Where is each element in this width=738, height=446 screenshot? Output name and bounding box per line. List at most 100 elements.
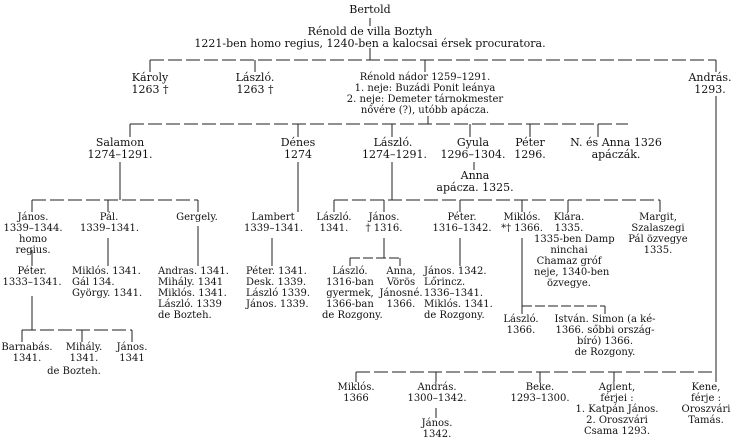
person-peter-1333: Péter.1333–1341. <box>2 266 62 288</box>
person-janos-1316: János.† 1316. <box>364 212 404 234</box>
person-text-line: Miklós. 1341. <box>424 299 493 310</box>
group-janos-lorincz-miklos: János. 1342.Lőrincz.1336–1341.Miklós. 13… <box>424 266 500 321</box>
person-text-line: Barnabás. <box>1 342 53 353</box>
person-text-line: 1296. <box>514 148 546 161</box>
person-text-line: Aglent, <box>598 382 636 393</box>
person-text-line: László. <box>332 266 368 277</box>
person-text-line: Pál. <box>99 212 119 223</box>
person-text-line: Salamon <box>95 136 145 149</box>
person-text-line: Kene, <box>691 382 721 393</box>
group-miklos-gal-gyorgy: Miklós. 1341.Gál 134.György. 1341. <box>72 266 150 299</box>
person-text-line: férjei : <box>600 393 634 404</box>
person-text-line: Oroszvári <box>681 404 731 415</box>
person-beke: Beke.1293–1300. <box>506 382 574 404</box>
person-text-line: László. <box>503 314 539 325</box>
person-text-line: 1342. <box>422 429 452 440</box>
person-text-line: Jánosné. <box>379 288 423 299</box>
person-miklos-1366: Miklós.*† 1366. <box>496 212 548 234</box>
person-text-line: Gergely. <box>176 212 218 223</box>
person-text-line: 2. neje: Demeter tárnokmester <box>346 94 504 105</box>
person-text-line: 1263 † <box>131 83 169 96</box>
person-text-line: 1335-ben Damp <box>534 234 615 245</box>
person-text-line: Miklós. 1341. <box>158 288 227 299</box>
person-text-line: de Rozgony. <box>322 310 383 321</box>
person-text-line: Csama 1293. <box>584 426 650 437</box>
person-text-line: Rénold nádor 1259–1291. <box>359 72 491 83</box>
person-text-line: András. <box>417 382 457 393</box>
person-text-line: Rénold de villa Boztyh <box>307 25 433 38</box>
person-text-line: Chamaz gróf <box>536 256 602 267</box>
person-text-line: 1221-ben homo regius, 1240-ben a kalocsa… <box>194 37 546 50</box>
person-text-line: János. <box>368 212 400 223</box>
person-text-line: Miklós. <box>337 382 375 393</box>
person-text-line: homo <box>19 234 47 245</box>
person-text-line: 1341 <box>119 353 145 364</box>
person-text-line: 1339–1344. <box>3 223 63 234</box>
person-text-line: János. <box>421 418 453 429</box>
person-text-line: Károly <box>131 71 169 84</box>
person-text-line: Bertold <box>349 3 391 16</box>
person-text-line: 1316–1342. <box>432 223 492 234</box>
person-text-line: apácza. 1325. <box>436 181 514 194</box>
person-text-line: Andras. 1341. <box>158 266 229 277</box>
person-text-line: Mihály. 1341 <box>158 277 224 288</box>
person-text-line: András. <box>688 71 732 84</box>
person-text-line: László. <box>316 212 352 223</box>
person-text-line: 1339–1341. <box>80 223 140 234</box>
person-text-line: Vörös <box>386 277 416 288</box>
person-text-line: de Rozgony. <box>424 310 485 321</box>
person-text-line: 1316-ban <box>326 277 374 288</box>
person-text-line: 1263 † <box>236 83 274 96</box>
person-text-line: János. <box>116 342 148 353</box>
person-text-line: János. <box>17 212 49 223</box>
person-text-line: 1274–1291. <box>362 148 427 161</box>
person-text-line: Dénes <box>280 136 316 149</box>
person-text-line: 1300–1342. <box>407 393 467 404</box>
person-text-line: apáczák. <box>591 148 641 161</box>
person-peter-1316: Péter.1316–1342. <box>430 212 494 234</box>
person-text-line: neje, 1340-ben <box>534 267 610 278</box>
person-text-line: Beke. <box>525 382 555 393</box>
person-text-line: 1341. <box>319 223 349 234</box>
person-text-line: Péter. <box>17 266 47 277</box>
person-text-line: 1274–1291. <box>87 148 153 161</box>
person-laszlo-1263: László.1263 † <box>225 72 285 96</box>
person-text-line: bíró) 1366. <box>576 336 634 347</box>
person-text-line: Gál 134. <box>72 277 115 288</box>
person-text-line: 1339–1341. <box>244 223 304 234</box>
person-text-line: regius. <box>15 245 51 256</box>
person-text-line: de Bozteh. <box>158 310 212 321</box>
person-mihaly-1341: Mihály.1341. <box>60 342 108 364</box>
person-text-line: Péter. <box>447 212 477 223</box>
person-text-line: de Bozteh. <box>47 366 101 377</box>
person-text-line: ninchai <box>550 245 588 256</box>
person-bertold: Bertold <box>330 4 410 16</box>
label-de-bozteh: de Bozteh. <box>44 366 104 377</box>
person-text-line: Miklós. 1341. <box>72 266 141 277</box>
person-text-line: László. 1339 <box>158 299 222 310</box>
group-istvan-simon: István. Simon (a ké-1366. sőbbi ország-b… <box>540 314 670 358</box>
person-text-line: 1366. <box>506 325 536 336</box>
person-andras-1300: András.1300–1342. <box>404 382 470 404</box>
person-text-line: férje : <box>691 393 721 404</box>
person-text-line: N. és Anna 1326 <box>570 136 662 149</box>
person-text-line: Anna <box>460 169 490 182</box>
person-text-line: 1293–1300. <box>510 393 570 404</box>
person-text-line: özvegye. <box>546 278 591 289</box>
person-andras-1293: András.1293. <box>682 72 738 96</box>
person-text-line: 1333–1341. <box>2 277 62 288</box>
person-text-line: Mihály. <box>65 342 103 353</box>
person-text-line: János. 1339. <box>246 299 309 310</box>
person-text-line: Szalaszegi <box>631 223 685 234</box>
person-text-line: László 1339. <box>246 288 311 299</box>
